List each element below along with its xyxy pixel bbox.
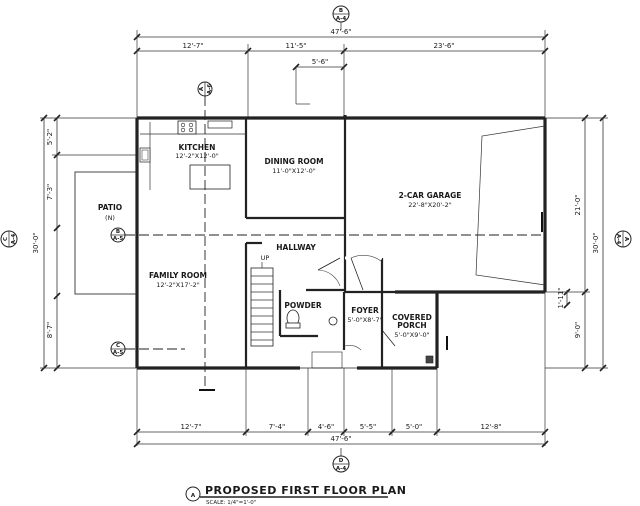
dim-bottom-1: 12'-7": [180, 423, 201, 431]
dim-bottom-2: 7'-4": [269, 423, 286, 431]
section-tag-top: B A-4: [332, 5, 350, 30]
svg-text:B: B: [116, 229, 120, 235]
svg-text:C: C: [116, 343, 120, 349]
foyer: FOYER 5'-0"X8'-7": [347, 306, 382, 324]
dim-top-total: 47'-6": [330, 28, 351, 36]
dim-top-2: 11'-5": [285, 42, 306, 50]
porch-label: COVERED: [392, 313, 432, 322]
dim-top-sub: 5'-6": [312, 58, 329, 66]
covered-porch: COVERED PORCH 5'-0"X9'-0": [392, 313, 448, 364]
patio-size: (N): [105, 214, 115, 222]
interior-walls: [244, 118, 395, 368]
kitchen: KITCHEN 12'-2"X12'-0": [139, 120, 246, 190]
garage-size: 22'-8"X20'-2": [408, 201, 452, 209]
dining-room: DINING ROOM 11'-0"X12'-0": [264, 157, 323, 175]
kitchen-size: 12'-2"X12'-0": [175, 152, 219, 160]
powder-label: POWDER: [284, 301, 321, 310]
doors: [300, 255, 396, 369]
svg-text:A-4: A-4: [615, 234, 621, 245]
section-tag-family: C A-5: [110, 341, 185, 357]
dim-right-sub: 1'-11": [557, 287, 565, 308]
dim-bottom-total: 47'-6": [330, 435, 351, 443]
svg-text:A-6: A-6: [207, 84, 213, 95]
left-dimensions: 30'-0" 5'-2" 7'-3" 8'-7": [32, 114, 137, 372]
dim-left-1: 5'-2": [46, 129, 54, 146]
svg-text:A: A: [199, 86, 205, 91]
section-tag-patio: B A-5: [110, 227, 545, 243]
dim-bottom-6: 12'-8": [480, 423, 501, 431]
title-tag: A: [191, 493, 196, 499]
family-size: 12'-2"X17'-2": [156, 281, 200, 289]
svg-text:B: B: [339, 8, 343, 14]
dining-size: 11'-0"X12'-0": [272, 167, 316, 175]
family-room: FAMILY ROOM 12'-2"X17'-2": [149, 271, 207, 289]
garage: 2-CAR GARAGE 22'-8"X20'-2": [399, 125, 546, 286]
kitchen-label: KITCHEN: [179, 143, 216, 152]
svg-text:A-4: A-4: [11, 234, 17, 245]
scale-label: SCALE: 1/4"=1'-0": [206, 500, 256, 506]
stair-label: UP: [261, 254, 270, 262]
page-title: PROPOSED FIRST FLOOR PLAN: [205, 484, 406, 497]
drawing-title: A PROPOSED FIRST FLOOR PLAN SCALE: 1/4"=…: [185, 484, 406, 506]
dim-left-total: 30'-0": [32, 232, 40, 253]
svg-text:A-4: A-4: [336, 16, 347, 22]
dim-left-2: 7'-3": [46, 184, 54, 201]
svg-text:A: A: [623, 237, 629, 242]
dining-label: DINING ROOM: [264, 157, 323, 166]
dim-top-3: 23'-6": [433, 42, 454, 50]
patio-label: PATIO: [98, 203, 122, 212]
stairs: UP: [250, 254, 274, 347]
dim-right-total: 30'-0": [592, 232, 600, 253]
bottom-dimensions: 12'-7" 7'-4" 4'-6" 5'-5" 5'-0" 12'-8" 47…: [133, 292, 549, 448]
section-tag-left: C A-4: [0, 230, 18, 248]
family-label: FAMILY ROOM: [149, 271, 207, 280]
column-icon: [425, 355, 434, 364]
sink-icon: [139, 147, 151, 163]
svg-text:C: C: [3, 237, 9, 241]
section-tag-kitchen: A A-6: [197, 81, 215, 391]
svg-text:D: D: [339, 458, 344, 464]
powder-room: POWDER: [278, 290, 338, 338]
porch-size: 5'-0"X9'-0": [394, 331, 429, 339]
top-dimensions: 47'-6" 12'-7" 11'-5" 23'-6" 5'-6": [133, 28, 549, 118]
dim-bottom-5: 5'-0": [406, 423, 423, 431]
porch-label-2: PORCH: [397, 321, 426, 330]
garage-label: 2-CAR GARAGE: [399, 191, 462, 200]
dim-top-1: 12'-7": [182, 42, 203, 50]
hallway-label: HALLWAY: [276, 243, 316, 252]
svg-text:A-5: A-5: [113, 350, 124, 356]
right-dimensions: 30'-0" 21'-0" 9'-0" 1'-11": [545, 114, 608, 372]
dim-left-3: 8'-7": [46, 322, 54, 339]
kitchen-island: [189, 164, 231, 190]
dim-right-1: 21'-0": [574, 194, 582, 215]
hallway: HALLWAY: [276, 243, 316, 252]
foyer-size: 5'-0"X8'-7": [347, 316, 382, 324]
dim-bottom-3: 4'-6": [318, 423, 335, 431]
dim-right-2: 9'-0": [574, 322, 582, 339]
patio: PATIO (N): [74, 171, 138, 295]
dim-bottom-4: 5'-5": [360, 423, 377, 431]
foyer-label: FOYER: [351, 306, 379, 315]
range-icon: [177, 120, 197, 135]
section-tag-bottom: D A-4: [332, 448, 350, 473]
lavatory-icon: [328, 316, 338, 326]
section-tag-right: A A-4: [614, 230, 632, 248]
svg-text:A-4: A-4: [336, 466, 347, 472]
svg-text:A-5: A-5: [113, 236, 124, 242]
